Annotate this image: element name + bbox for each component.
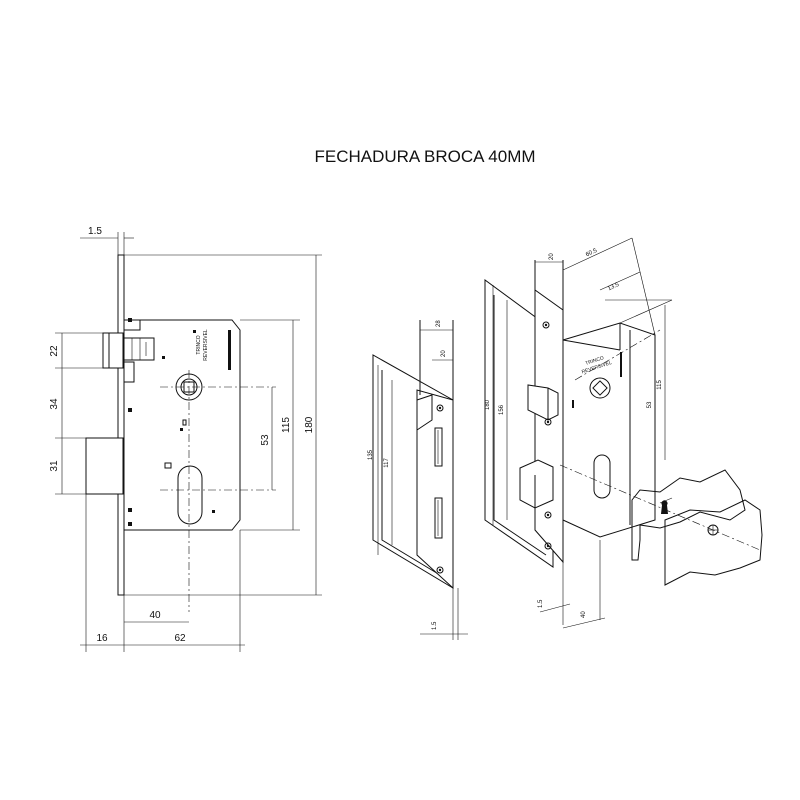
- dim-strike-thickness: 1.5: [432, 621, 438, 630]
- iso-spindle: [589, 377, 611, 399]
- dim-strike-inner-width: 20: [441, 350, 447, 357]
- dim-iso-body-height: 115: [657, 380, 663, 390]
- iso-cylinder-hole: [593, 454, 611, 499]
- dim-plate-height: 180: [304, 416, 315, 433]
- iso-lock-body: [562, 322, 656, 538]
- dim-iso-backset: 40: [581, 611, 587, 618]
- door-fragment-lower: [664, 499, 763, 586]
- iso-dead-bolt: [519, 459, 554, 509]
- iso-faceplate: [534, 289, 564, 564]
- dim-iso-thickness: 1.5: [538, 599, 544, 608]
- cylinder-hole: [177, 465, 203, 525]
- engraving-line-2: REVERSIVEL: [203, 329, 209, 361]
- dim-strike-width: 28: [436, 320, 442, 327]
- dim-bolt-throw: 16: [96, 633, 108, 644]
- dim-iso-center-distance: 53: [647, 401, 653, 408]
- dim-iso-offset: 13.5: [607, 282, 621, 293]
- door-fragment-upper: [631, 469, 746, 561]
- isometric-lock-view: TRINCO REVERSIVEL 20 60.5 13.5 115 53 18…: [484, 237, 763, 629]
- dim-backset: 40: [149, 610, 161, 621]
- lock-body: [123, 319, 241, 531]
- dead-bolt: [85, 437, 124, 495]
- dim-iso-depth: 60.5: [585, 248, 599, 259]
- latch-slot: [434, 427, 443, 467]
- iso-engraving-line-1: TRINCO: [585, 355, 605, 367]
- dim-iso-height-180: 180: [485, 399, 491, 410]
- dim-body-height: 115: [281, 417, 292, 433]
- strike-face: [416, 389, 454, 590]
- front-view: TRINCO REVERSIVEL 1.5 22 34 31 53 115 18…: [49, 226, 322, 652]
- dim-latch-to-bolt: 34: [49, 398, 60, 410]
- dim-iso-plate-width: 20: [549, 253, 555, 260]
- engraving-line-1: TRINCO: [196, 335, 202, 354]
- faceplate: [117, 254, 125, 596]
- dim-bolt-height: 31: [49, 460, 60, 472]
- latch-bolt: [102, 332, 124, 369]
- iso-back-plate: [484, 279, 554, 568]
- iso-latch-bolt: [527, 384, 559, 421]
- dim-spindle-to-cylinder: 53: [260, 434, 271, 446]
- keyhole-icon: [661, 500, 668, 514]
- bolt-slot: [434, 497, 443, 539]
- dim-strike-outer-height: 135: [368, 449, 374, 460]
- dim-iso-height-156: 156: [499, 404, 505, 415]
- dim-plate-thickness: 1.5: [88, 226, 102, 237]
- dim-body-depth: 62: [174, 633, 186, 644]
- dim-strike-inner-height: 117: [384, 458, 390, 468]
- drawing-title: FECHADURA BROCA 40MM: [314, 147, 535, 166]
- dim-latch-height: 22: [49, 345, 60, 357]
- strike-plate-view: 28 20 135 117 1.5: [368, 320, 468, 640]
